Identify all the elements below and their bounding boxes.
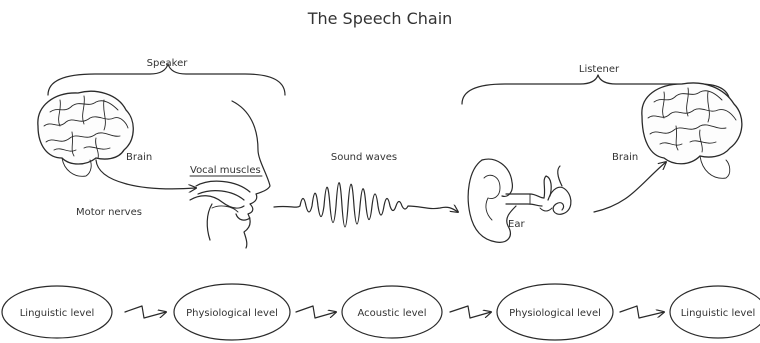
vocal-muscles-label: Vocal muscles xyxy=(190,165,261,176)
level-connector-arrow xyxy=(450,306,491,318)
speaker-brain-icon xyxy=(38,91,133,176)
motor-nerves-arrow xyxy=(96,160,196,189)
listener-brain-icon xyxy=(642,83,742,178)
level-connector-arrow xyxy=(296,306,336,318)
level-label: Physiological level xyxy=(186,308,278,319)
speaker-brain-label: Brain xyxy=(126,152,152,163)
level-label: Physiological level xyxy=(509,308,601,319)
level-label: Linguistic level xyxy=(681,308,756,319)
level-label: Acoustic level xyxy=(358,308,427,319)
sound-waves-label: Sound waves xyxy=(331,152,397,163)
speaker-label: Speaker xyxy=(147,58,189,69)
vocal-tract-icon xyxy=(190,181,250,240)
level-label: Linguistic level xyxy=(20,308,95,319)
sound-wave-icon xyxy=(274,183,458,227)
level-connector-arrow xyxy=(620,306,664,318)
listener-label: Listener xyxy=(579,64,620,75)
level-connector-arrow xyxy=(125,306,166,318)
ear-label: Ear xyxy=(508,219,525,230)
listener-brain-label: Brain xyxy=(612,152,638,163)
levels-row: Linguistic level Physiological level Aco… xyxy=(2,284,760,340)
motor-nerves-label: Motor nerves xyxy=(76,207,142,218)
auditory-nerve-arrow xyxy=(594,162,666,212)
diagram-title: The Speech Chain xyxy=(307,9,453,28)
